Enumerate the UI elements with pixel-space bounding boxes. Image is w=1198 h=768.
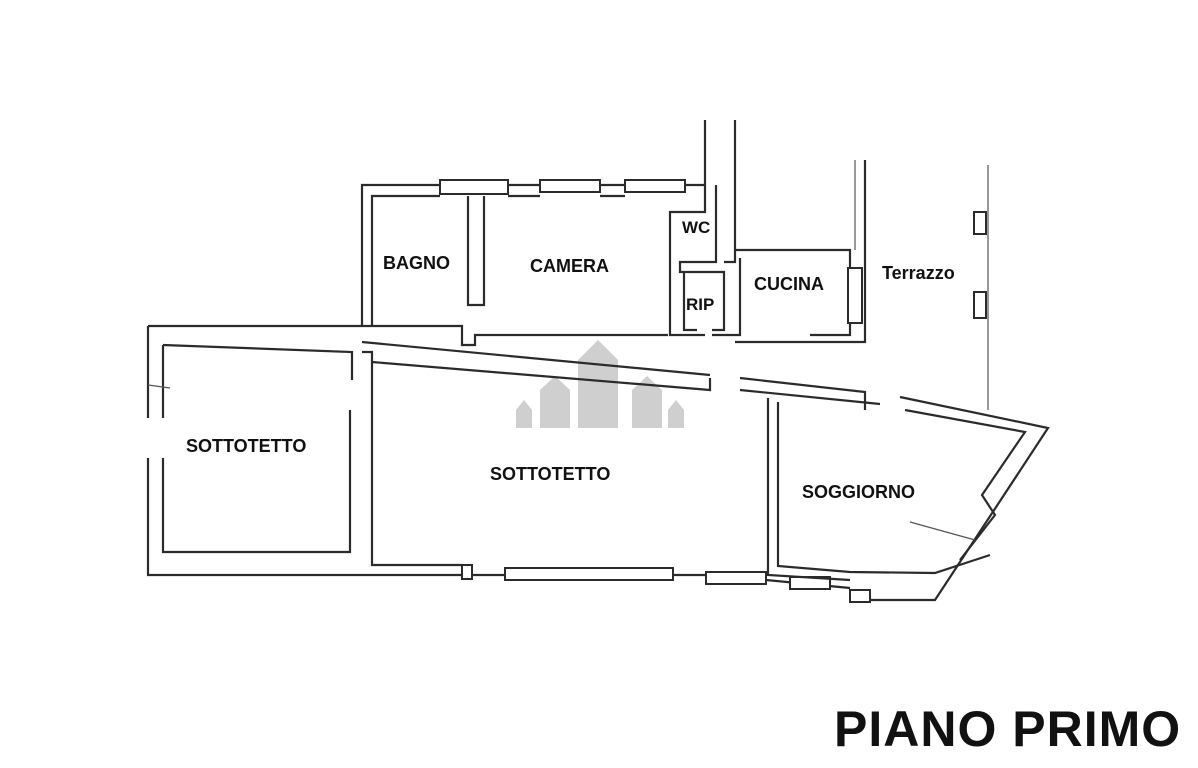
window-sottotetto-bottom xyxy=(504,567,674,581)
window-bagno xyxy=(439,179,509,195)
room-label-bagno: BAGNO xyxy=(383,253,450,273)
room-label-cucina: CUCINA xyxy=(754,274,824,294)
room-label-rip: RIP xyxy=(686,295,714,314)
bottom-jamb-1 xyxy=(461,564,473,580)
window-camera-2 xyxy=(624,179,686,193)
room-label-soggiorno: SOGGIORNO xyxy=(802,482,915,502)
terrazzo-pillar-2 xyxy=(973,291,987,319)
upper-block-walls xyxy=(360,120,989,410)
window-camera-1 xyxy=(539,179,601,193)
room-label-sottotetto-center: SOTTOTETTO xyxy=(490,464,610,484)
floor-title: PIANO PRIMO xyxy=(834,701,1182,757)
door-cucina-terrazzo xyxy=(847,267,863,324)
room-label-terrazzo: Terrazzo xyxy=(882,263,955,283)
terrazzo-pillar-1 xyxy=(973,211,987,235)
lower-block-walls xyxy=(146,324,1050,603)
soggiorno-corner xyxy=(849,589,871,603)
room-label-sottotetto-left: SOTTOTETTO xyxy=(186,436,306,456)
building-watermark-icon xyxy=(516,340,684,428)
room-label-wc: WC xyxy=(682,218,710,237)
room-label-camera: CAMERA xyxy=(530,256,609,276)
window-soggiorno-bottom-1 xyxy=(705,571,767,585)
